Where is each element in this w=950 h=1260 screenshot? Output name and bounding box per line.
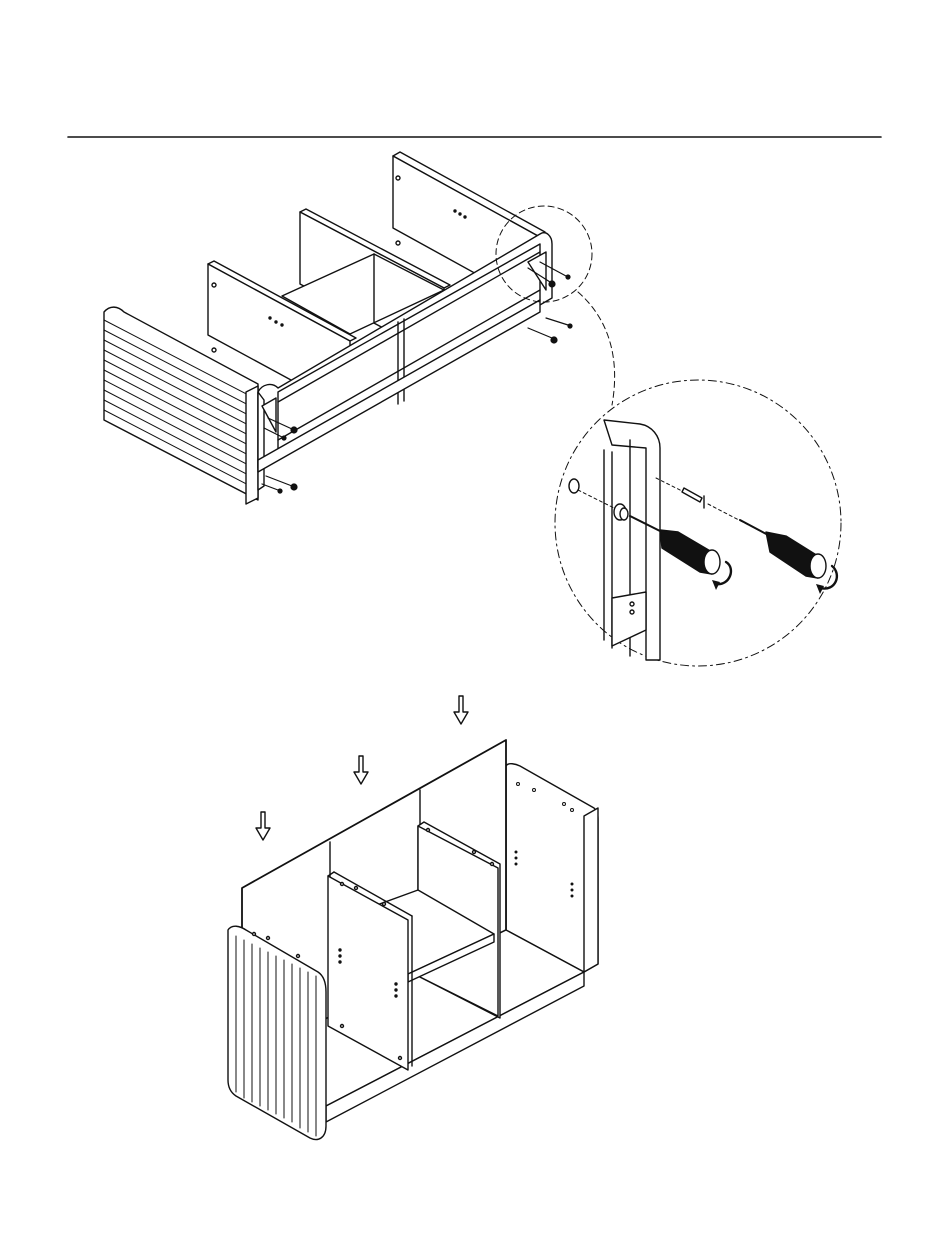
step-1-figure: [104, 152, 841, 666]
screwdriver-icon: [708, 504, 826, 578]
detail-callout: [555, 380, 841, 666]
down-arrow-icon: [354, 756, 368, 784]
screw-icon: [656, 478, 704, 508]
cam-lock-icon: [578, 490, 628, 520]
down-arrow-icon: [256, 812, 270, 840]
down-arrow-icon: [454, 696, 468, 724]
screwdriver-icon: [630, 516, 720, 574]
detail-leader-line: [578, 292, 615, 405]
step-2-figure: [228, 696, 598, 1140]
